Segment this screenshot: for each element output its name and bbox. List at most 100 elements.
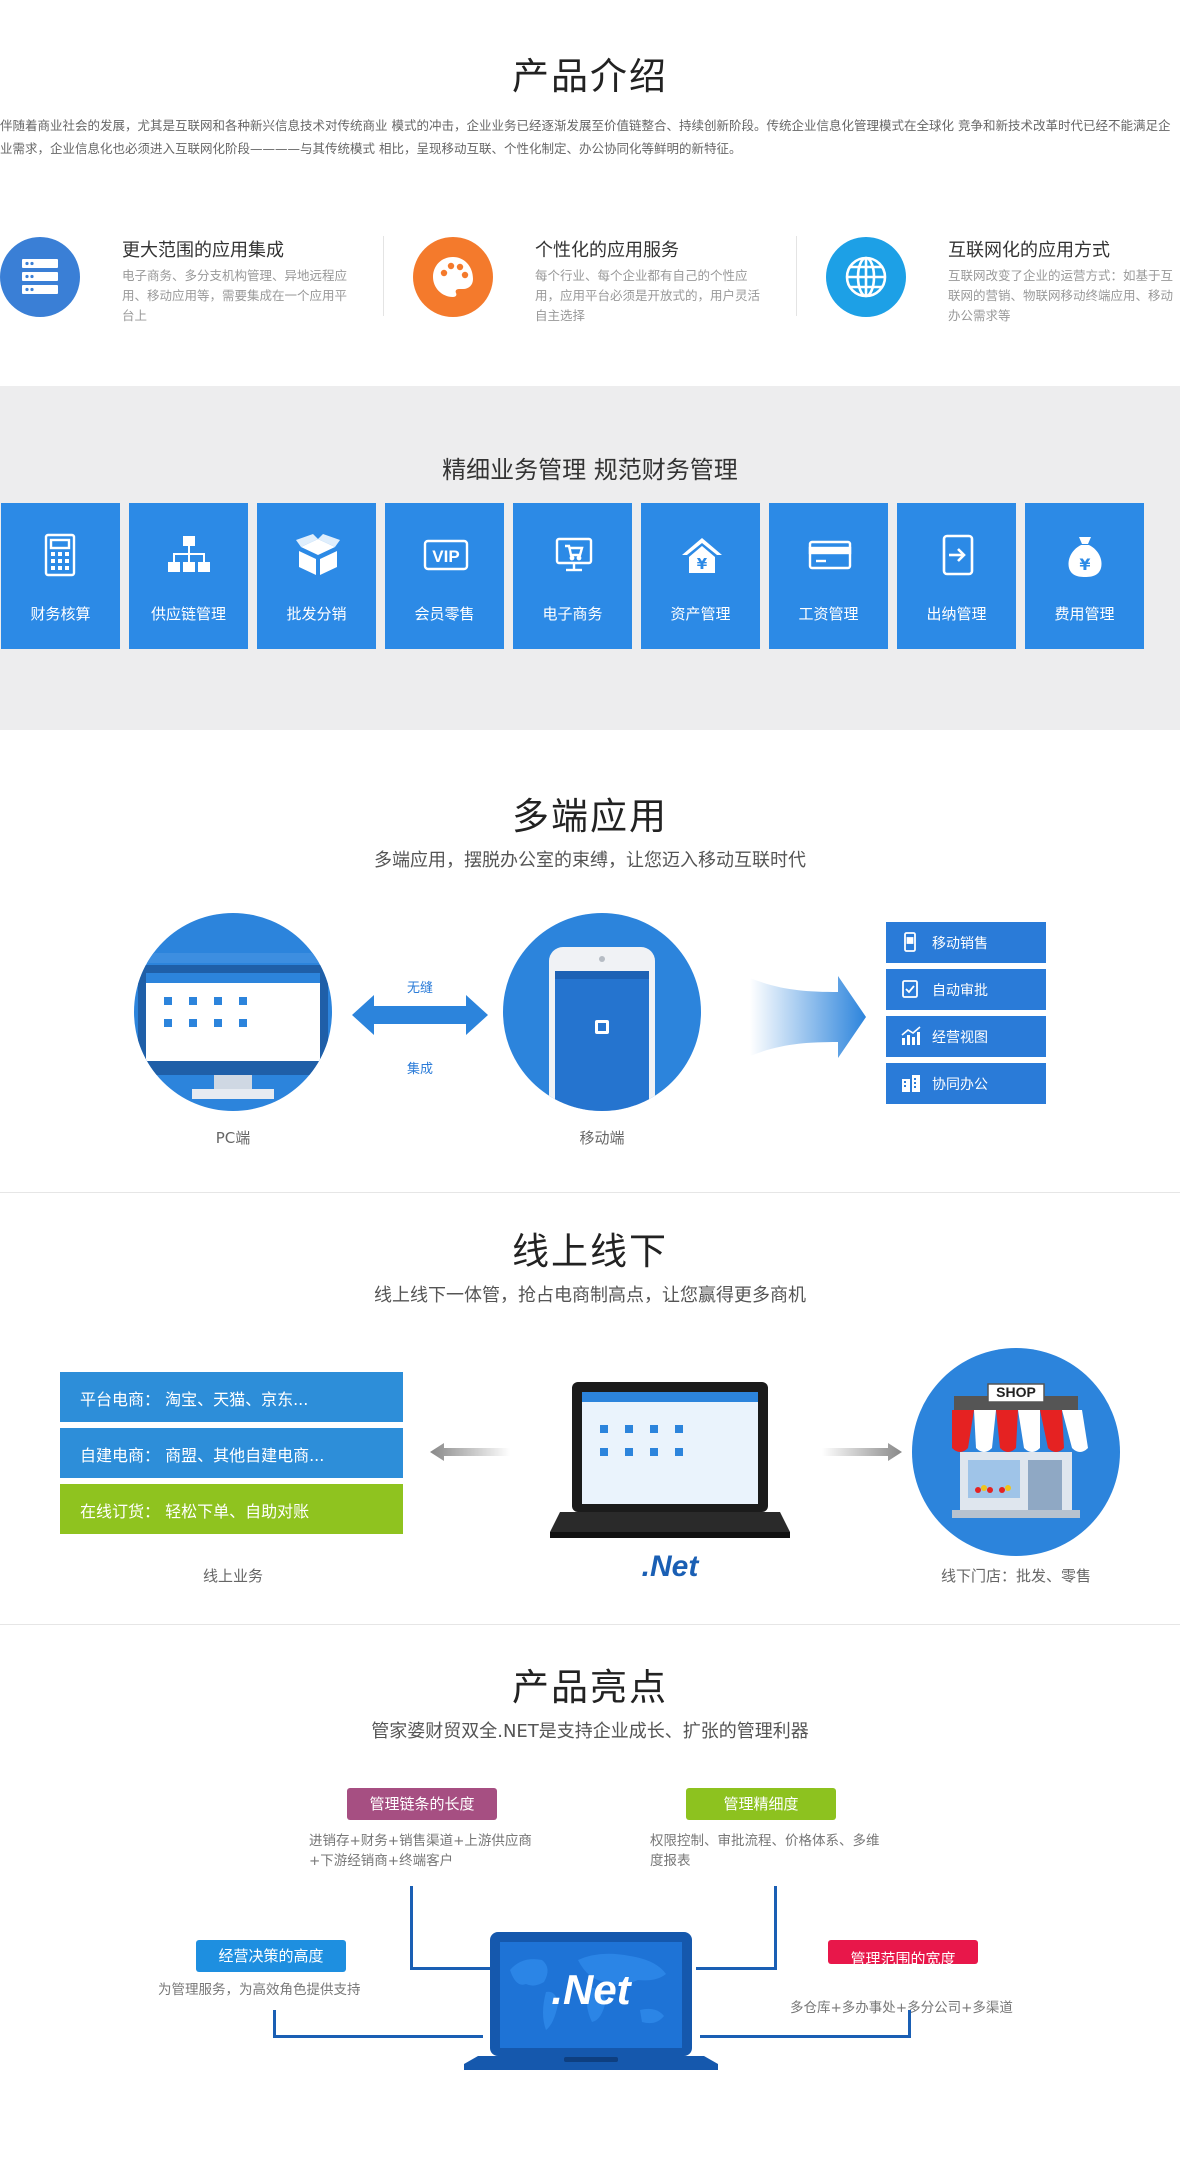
intro-text: 伴随着商业社会的发展，尤其是互联网和各种新兴信息技术对传统商业 模式的冲击，企业…	[0, 118, 1171, 156]
feature-desc: 互联网改变了企业的运营方式：如基于互联网的营销、物联网移动终端应用、移动办公需求…	[948, 268, 1174, 323]
module-label: 电子商务	[542, 605, 603, 623]
module-cashier[interactable]: 出纳管理	[897, 503, 1016, 649]
tag-desc: 进销存+财务+销售渠道+上游供应商+下游经销商+终端客户	[309, 1833, 532, 1869]
platform-ecommerce-bar: 平台电商： 淘宝、天猫、京东...	[60, 1372, 403, 1422]
house-yen-icon: ¥	[682, 538, 722, 573]
org-chart-icon	[168, 536, 210, 572]
laptop-label: .Net	[641, 1550, 699, 1583]
feature-desc: 每个行业、每个企业都有自己的个性应用，应用平台必须是开放式的，用户灵活自主选择	[535, 268, 761, 323]
auto-approval-button[interactable]: 自动审批	[886, 969, 1046, 1010]
mobile-caption: 移动端	[579, 1129, 625, 1147]
shop-sign: SHOP	[996, 1384, 1036, 1400]
online-caption: 线上业务	[202, 1567, 263, 1585]
box-icon	[296, 534, 340, 575]
feature-title: 个性化的应用服务	[535, 240, 679, 261]
module-finance[interactable]: 财务核算	[1, 503, 120, 649]
section-divider	[0, 1624, 1180, 1625]
feature-desc: 电子商务、多分支机构管理、异地远程应用、移动应用等，需要集成在一个应用平台上	[122, 268, 348, 323]
online-subtitle: 线上线下一体管，抢占电商制高点，让您赢得更多商机	[374, 1285, 806, 1306]
divider	[796, 236, 797, 316]
arrow-bottom-label: 集成	[406, 1062, 433, 1077]
double-arrow-icon	[352, 995, 488, 1035]
tag-granularity: 管理精细度	[686, 1788, 836, 1820]
money-bag-icon: ¥	[1068, 537, 1102, 577]
tag-desc: 多仓库+多办事处+多分公司+多渠道	[790, 2000, 1013, 2016]
monitor-cart-icon	[555, 537, 593, 572]
arrow-top-label: 无缝	[406, 981, 433, 996]
section-divider	[0, 1192, 1180, 1193]
connector-line	[774, 1886, 777, 1970]
palette-icon	[413, 237, 493, 317]
module-label: 费用管理	[1054, 605, 1115, 623]
pc-illustration	[134, 913, 332, 1111]
multi-title: 多端应用	[512, 795, 668, 838]
button-label: 协同办公	[932, 1077, 988, 1093]
globe-icon	[826, 237, 906, 317]
module-wholesale[interactable]: 批发分销	[257, 503, 376, 649]
module-label: 工资管理	[798, 605, 859, 623]
tag-decision-height: 经营决策的高度	[196, 1940, 346, 1972]
chart-icon	[901, 1026, 921, 1045]
exit-icon	[942, 534, 974, 576]
right-arrow-icon	[822, 1443, 902, 1461]
module-expense[interactable]: ¥ 费用管理	[1025, 503, 1144, 649]
module-label: 供应链管理	[150, 605, 226, 623]
connector-line	[908, 2010, 911, 2038]
connector-line	[696, 1967, 776, 1970]
module-payroll[interactable]: 工资管理	[769, 503, 888, 649]
svg-text:¥: ¥	[1079, 555, 1090, 574]
server-icon	[0, 237, 80, 317]
feature-title: 更大范围的应用集成	[122, 240, 284, 261]
intro-title: 产品介绍	[512, 55, 668, 98]
svg-text:¥: ¥	[697, 555, 708, 573]
calculator-icon	[44, 533, 76, 577]
tag-scope-width: 管理范围的宽度	[828, 1940, 978, 1964]
module-supply-chain[interactable]: 供应链管理	[129, 503, 248, 649]
connector-line	[273, 2035, 483, 2038]
module-label: 资产管理	[670, 605, 731, 623]
mobile-sales-button[interactable]: 移动销售	[886, 922, 1046, 963]
bar-label: 平台电商： 淘宝、天猫、京东...	[80, 1390, 309, 1409]
highlights-subtitle: 管家婆财贸双全.NET是支持企业成长、扩张的管理利器	[371, 1721, 809, 1742]
feature-title: 互联网化的应用方式	[948, 240, 1110, 261]
phone-icon	[904, 932, 916, 952]
bar-label: 自建电商： 商盟、其他自建电商...	[80, 1446, 325, 1465]
module-ecommerce[interactable]: 电子商务	[513, 503, 632, 649]
tag-desc: 为管理服务，为高效角色提供支持	[158, 1982, 361, 1998]
connector-line	[273, 2010, 276, 2038]
left-arrow-icon	[430, 1443, 510, 1461]
button-label: 移动销售	[932, 936, 988, 952]
business-view-button[interactable]: 经营视图	[886, 1016, 1046, 1057]
office-icon	[902, 1075, 920, 1092]
card-icon	[808, 540, 852, 570]
net-laptop-illustration	[464, 1932, 718, 2070]
tag-chain-length: 管理链条的长度	[347, 1788, 497, 1820]
funnel-arrow-icon	[750, 976, 866, 1058]
connector-line	[410, 1967, 490, 1970]
online-title: 线上线下	[512, 1230, 668, 1273]
module-label: 批发分销	[286, 605, 347, 623]
button-label: 自动审批	[932, 983, 988, 999]
connector-line	[410, 1886, 413, 1970]
module-label: 出纳管理	[926, 605, 987, 623]
management-title: 精细业务管理 规范财务管理	[442, 456, 738, 484]
center-net-label: .Net	[551, 1966, 631, 2013]
tag-desc: 权限控制、审批流程、价格体系、多维度报表	[650, 1833, 880, 1869]
connector-line	[700, 2035, 911, 2038]
laptop-illustration	[550, 1382, 790, 1538]
self-built-ecommerce-bar: 自建电商： 商盟、其他自建电商...	[60, 1428, 403, 1478]
divider	[383, 236, 384, 316]
multi-subtitle: 多端应用，摆脱办公室的束缚，让您迈入移动互联时代	[374, 850, 806, 871]
vip-icon: VIP	[423, 539, 469, 571]
highlights-title: 产品亮点	[512, 1666, 668, 1709]
module-membership[interactable]: VIP 会员零售	[385, 503, 504, 649]
module-assets[interactable]: ¥ 资产管理	[641, 503, 760, 649]
svg-text:VIP: VIP	[432, 547, 459, 566]
online-ordering-bar: 在线订货： 轻松下单、自助对账	[60, 1484, 403, 1534]
bar-label: 在线订货： 轻松下单、自助对账	[80, 1502, 310, 1521]
module-label: 会员零售	[414, 605, 475, 623]
offline-caption: 线下门店：批发、零售	[940, 1567, 1091, 1585]
pc-caption: PC端	[215, 1129, 251, 1147]
shop-illustration	[912, 1348, 1120, 1556]
collab-office-button[interactable]: 协同办公	[886, 1063, 1046, 1104]
